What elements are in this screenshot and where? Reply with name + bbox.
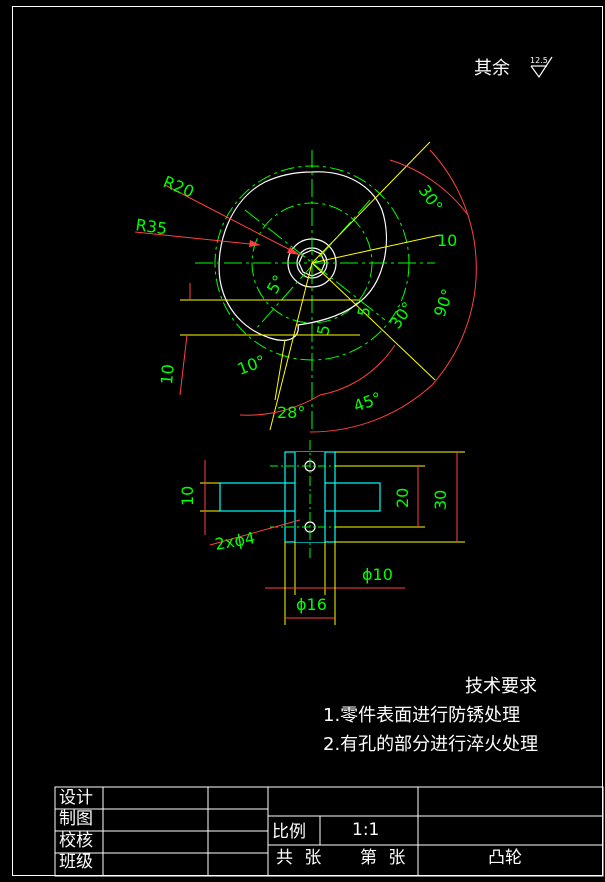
tb-draw: 制图 [59,809,93,829]
tb-scale-value: 1:1 [352,820,380,840]
dim-r35: R35 [134,215,168,238]
dim-5a: 5 [313,323,333,336]
surface-roughness-note: 其余 [474,54,510,80]
dimension-labels: R20 R35 30° 10 90° 30° 5° 5 5 10° 10 28°… [134,172,457,614]
cam-front-view [134,141,477,433]
dim-30-top: 30° [415,181,447,215]
tb-design: 设计 [59,788,93,808]
dim-45: 45° [351,388,384,416]
dim-10deg: 10° [235,351,268,379]
tech-req-item-2: 2.有孔的部分进行淬火处理 [323,734,539,755]
tb-scale-label: 比例 [272,822,306,842]
title-block [54,786,604,877]
technical-requirements: 技术要求 1.零件表面进行防锈处理 2.有孔的部分进行淬火处理 [323,672,538,759]
dim-holes: 2xϕ4 [213,528,256,554]
dim-30-mid: 30° [386,298,418,332]
dim-phi16: ϕ16 [296,595,327,614]
tb-class: 班级 [59,852,93,872]
tb-total-sheets: 共 张 [276,848,322,868]
tech-req-item-1: 1.零件表面进行防锈处理 [323,705,521,726]
surface-roughness-label: 其余 [474,58,510,79]
dim-phi10: ϕ10 [362,565,393,584]
roughness-value: 12.5 [530,56,548,65]
tb-check: 校核 [59,831,93,851]
dim-28: 28° [277,403,305,422]
tb-part-name: 凸轮 [488,848,522,868]
dim-v10: 10 [178,486,197,506]
dim-5deg: 5° [263,272,289,297]
dim-r20: R20 [161,172,197,201]
dim-10-left: 10 [157,363,178,385]
roughness-symbol: 12.5 [530,56,553,79]
dim-10: 10 [437,231,457,250]
dim-90: 90° [430,286,458,319]
cam-section-view [200,440,465,625]
dim-5b: 5 [354,304,375,319]
dim-v20: 20 [393,488,412,508]
tech-req-title: 技术要求 [465,676,537,697]
dim-v30: 30 [431,490,450,510]
tb-sheet-no: 第 张 [360,848,406,868]
